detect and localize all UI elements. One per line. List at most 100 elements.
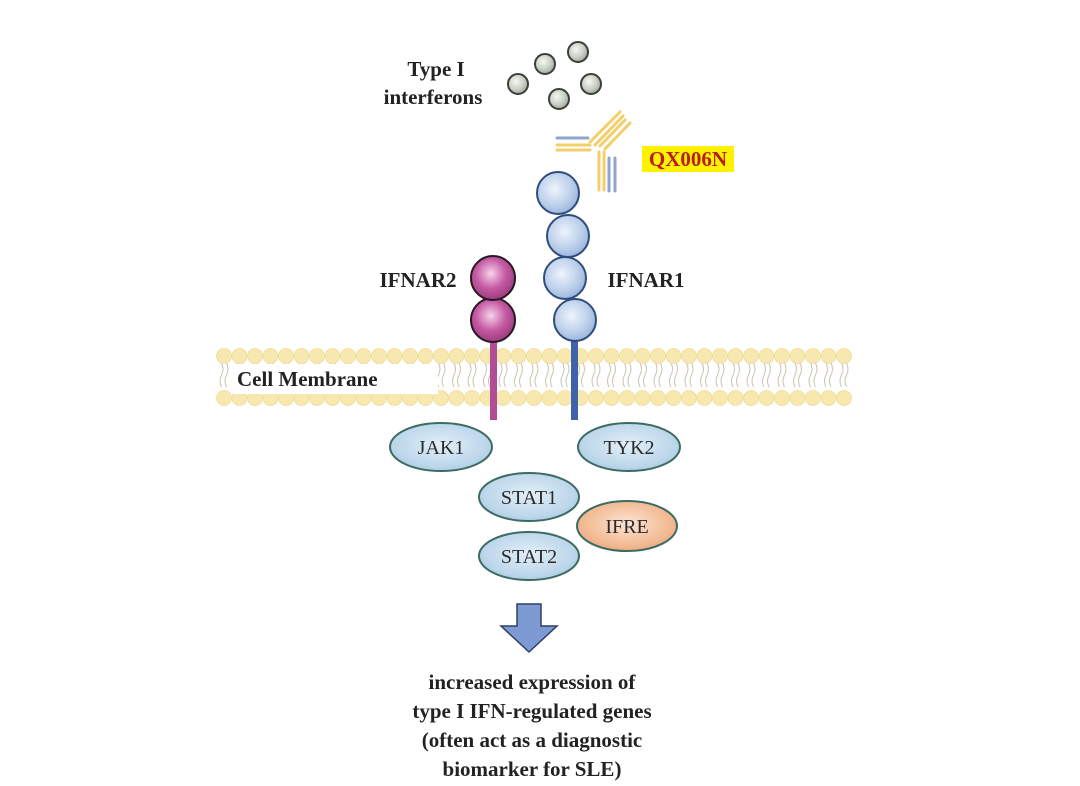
- lipid-head: [805, 390, 821, 406]
- ifnar2-transmembrane-stalk: [490, 330, 497, 420]
- lipid-tail: [762, 362, 766, 388]
- lipid-head: [541, 390, 558, 406]
- ifnar1-domain: [543, 256, 587, 300]
- lipid-head: [603, 348, 620, 364]
- qx006n-label: QX006N: [642, 146, 734, 172]
- ifnar2-domain: [470, 297, 516, 343]
- lipid-tail: [813, 362, 818, 388]
- lipid-tail: [224, 362, 229, 388]
- lipid-head: [417, 348, 434, 364]
- lipid-tail: [674, 362, 678, 388]
- interferon-particle: [567, 41, 589, 63]
- lipid-head: [541, 348, 558, 364]
- lipid-head: [510, 390, 527, 406]
- lipid-head: [324, 348, 341, 364]
- lipid-tail: [581, 362, 585, 388]
- lipid-head: [727, 390, 744, 406]
- lipid-head: [448, 348, 465, 364]
- tyk2-node: TYK2: [577, 422, 681, 472]
- outcome-line-1: increased expression of: [429, 670, 637, 694]
- lipid-tail: [839, 362, 844, 388]
- qx006n-antibody-icon: [555, 110, 632, 193]
- type-i-interferons-label: Type I interferons: [384, 57, 483, 109]
- lipid-head: [448, 390, 465, 406]
- stat2-ellipse: [478, 531, 580, 581]
- tyk2-ellipse: [577, 422, 681, 472]
- lipid-tail: [767, 362, 771, 388]
- lipid-tail: [643, 362, 647, 388]
- lipid-head: [696, 390, 713, 406]
- lipid-tail: [829, 362, 833, 388]
- lipid-head: [665, 390, 682, 406]
- ifnar1-domain: [536, 171, 580, 215]
- lipid-head: [774, 390, 790, 406]
- ifnar2-label: IFNAR2: [380, 268, 457, 292]
- membrane-label: Cell Membrane: [237, 367, 378, 391]
- lipid-tail: [627, 362, 632, 388]
- lipid-tail: [503, 362, 508, 388]
- jak1-label: JAK1: [418, 437, 465, 459]
- lipid-tail: [638, 362, 642, 388]
- lipid-tail: [529, 362, 534, 388]
- lipid-tail: [746, 362, 751, 388]
- lipid-head: [650, 390, 666, 406]
- lipid-head: [712, 390, 728, 406]
- lipid-head: [355, 348, 372, 364]
- lipid-heads: [216, 348, 852, 406]
- lipid-tail: [591, 362, 596, 388]
- lipid-head: [495, 348, 511, 364]
- lipid-head: [526, 390, 542, 406]
- ligand-label-line-2: interferons: [384, 85, 483, 109]
- lipid-head: [262, 348, 279, 364]
- drug-highlight: [642, 146, 734, 172]
- lipid-head: [526, 348, 542, 364]
- lipid-head: [836, 390, 852, 406]
- lipid-head: [588, 348, 604, 364]
- ifnar1-receptor: IFNAR1: [536, 171, 685, 420]
- lipid-head: [216, 348, 232, 364]
- membrane-label-background: [232, 364, 438, 394]
- lipid-tail: [700, 362, 704, 388]
- lipid-head: [805, 348, 821, 364]
- lipid-head: [464, 390, 480, 406]
- lipid-head: [712, 348, 728, 364]
- interferon-particle: [534, 53, 556, 75]
- lipid-tail: [798, 362, 802, 388]
- drug-name: QX006N: [649, 147, 727, 171]
- down-arrow-icon: [499, 603, 559, 654]
- lipid-head: [402, 348, 418, 364]
- lipid-head: [231, 348, 248, 364]
- lipid-tail: [808, 362, 813, 388]
- ifre-ellipse: [576, 500, 678, 552]
- lipid-head: [278, 348, 294, 364]
- lipid-tail: [596, 362, 601, 388]
- lipid-tail: [560, 362, 565, 388]
- lipid-tail: [534, 362, 539, 388]
- lipid-tail: [669, 362, 673, 388]
- lipid-head: [510, 348, 527, 364]
- lipid-tail: [498, 362, 503, 388]
- lipid-head: [495, 390, 511, 406]
- lipid-tail: [607, 362, 611, 388]
- lipid-head: [634, 348, 651, 364]
- lipid-head: [340, 348, 356, 364]
- outcome-line-4: biomarker for SLE): [443, 757, 622, 781]
- lipid-tail: [705, 362, 709, 388]
- lipid-head: [371, 348, 387, 364]
- lipid-head: [619, 348, 635, 364]
- lipid-tail: [441, 362, 446, 388]
- lipid-head: [820, 348, 837, 364]
- outcome-text: increased expression of type I IFN-regul…: [412, 670, 651, 781]
- lipid-head: [758, 390, 775, 406]
- ifnar2-domain: [470, 255, 516, 301]
- interferon-particle: [548, 88, 570, 110]
- jak1-node: JAK1: [389, 422, 493, 472]
- lipid-tail: [777, 362, 782, 388]
- interferon-particle: [580, 73, 602, 95]
- lipid-tail: [731, 362, 735, 388]
- ifre-label: IFRE: [605, 516, 648, 538]
- lipid-tail: [467, 362, 472, 388]
- lipid-head: [743, 390, 759, 406]
- interferon-particle: [507, 73, 529, 95]
